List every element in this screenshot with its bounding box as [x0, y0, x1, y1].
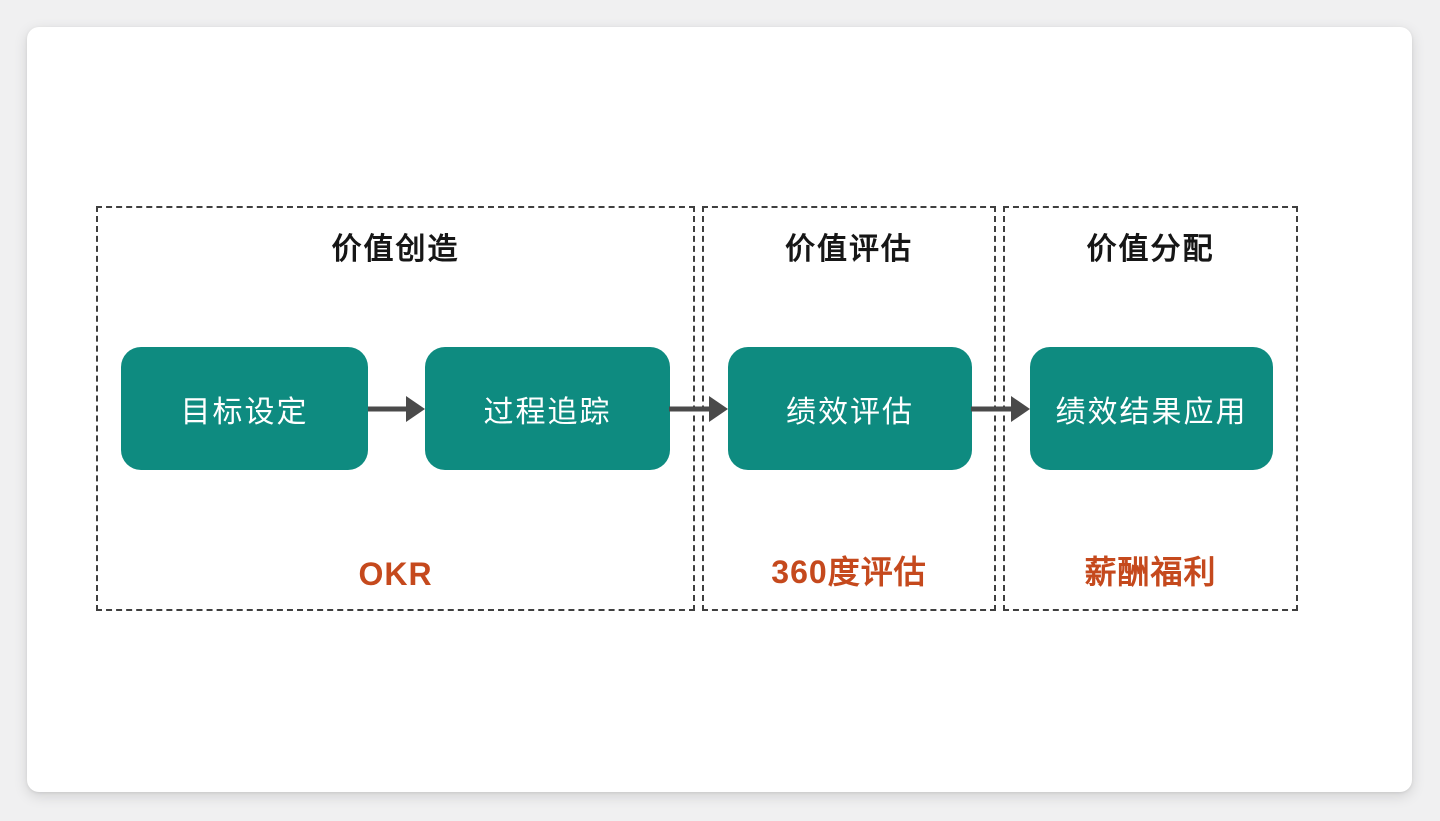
right-arrow-icon [368, 396, 425, 422]
section-value-distribution: 价值分配 薪酬福利 [1003, 206, 1298, 611]
arrow-head [406, 396, 425, 422]
tool-label: 360度评估 [771, 554, 927, 590]
step-performance-evaluation: 绩效评估 [728, 347, 972, 470]
tool-label: OKR [358, 556, 433, 592]
step-performance-result-application: 绩效结果应用 [1030, 347, 1273, 470]
section-value-creation: 价值创造 OKR [96, 206, 695, 611]
section-title: 价值评估 [785, 233, 913, 266]
tool-label: 薪酬福利 [1084, 554, 1217, 590]
right-arrow-icon [971, 396, 1030, 422]
step-process-tracking: 过程追踪 [425, 347, 670, 470]
section-title: 价值创造 [331, 233, 460, 266]
right-arrow-icon [669, 396, 728, 422]
arrow-shaft [368, 406, 410, 412]
section-title: 价值分配 [1086, 233, 1215, 266]
section-value-evaluation: 价值评估 360度评估 [702, 206, 996, 611]
arrow-shaft [971, 406, 1015, 412]
arrow-shaft [669, 406, 713, 412]
arrow-head [709, 396, 728, 422]
arrow-head [1011, 396, 1030, 422]
step-goal-setting: 目标设定 [121, 347, 368, 470]
